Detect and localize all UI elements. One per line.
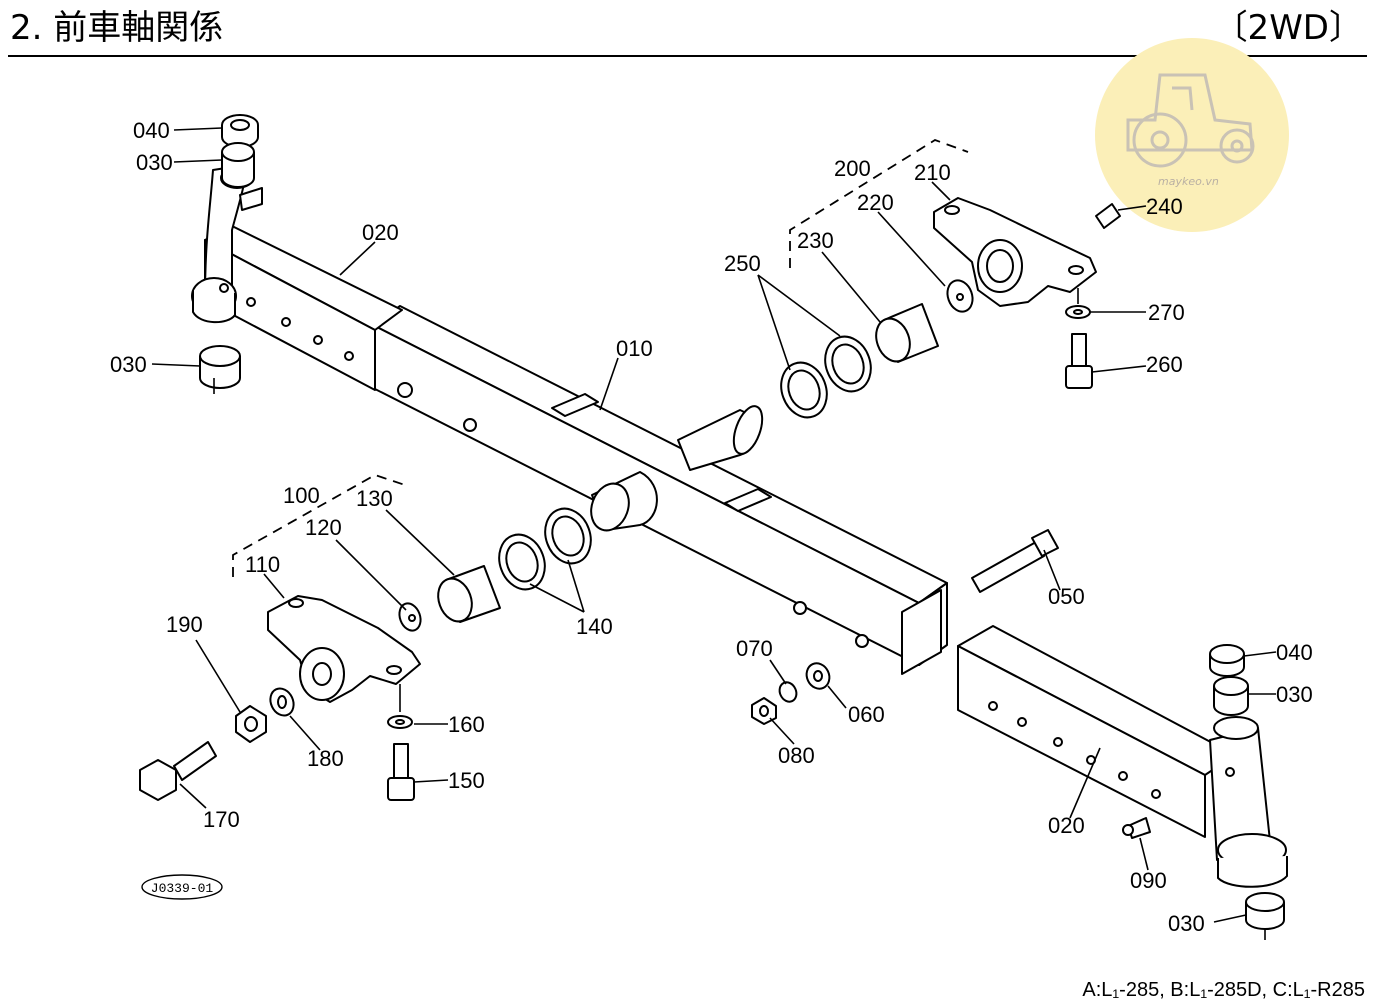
label-030: 030: [110, 352, 147, 377]
label-190: 190: [166, 612, 203, 637]
label-250: 250: [724, 251, 761, 276]
label-090: 090: [1130, 868, 1167, 893]
grease-nipple-090: [1122, 817, 1151, 839]
washer-060: [805, 662, 831, 690]
thrust-washer-120: [398, 602, 422, 632]
label-160: 160: [448, 712, 485, 737]
diagram-code: J0339-01: [151, 881, 214, 896]
washer-180: [269, 687, 295, 717]
bush-130: [437, 565, 501, 623]
bolt-050: [971, 529, 1059, 593]
label-040: 040: [1276, 640, 1313, 665]
bolt-170: [139, 741, 217, 801]
drive-type-label: 〔2WD〕: [1213, 8, 1363, 48]
bush-040-right: [1209, 644, 1245, 677]
label-070: 070: [736, 636, 773, 661]
label-240: 240: [1146, 194, 1183, 219]
models-note: A:L₁-285, B:L₁-285D, C:L₁-R285: [1082, 979, 1365, 1001]
label-040: 040: [133, 118, 170, 143]
label-120: 120: [305, 515, 342, 540]
bolt-260: [1065, 333, 1093, 389]
tractor-icon: [1126, 73, 1255, 168]
label-080: 080: [778, 743, 815, 768]
label-030: 030: [1168, 911, 1205, 936]
assy-100-outline: [232, 474, 406, 577]
bush-030-left-bottom: [199, 345, 241, 389]
label-200: 200: [834, 156, 871, 181]
assy-200-outline: [789, 139, 969, 268]
label-050: 050: [1048, 584, 1085, 609]
watermark-logo: maykeo.vn: [1095, 38, 1289, 232]
label-060: 060: [848, 702, 885, 727]
label-010: 010: [616, 336, 653, 361]
label-020: 020: [1048, 813, 1085, 838]
title-rule: [8, 55, 1367, 57]
rear-bracket-210: [933, 197, 1097, 307]
label-260: 260: [1146, 352, 1183, 377]
thrust-washer-220: [946, 279, 974, 313]
label-110: 110: [245, 552, 280, 577]
label-030: 030: [136, 150, 173, 175]
grease-fitting-240: [1095, 203, 1121, 229]
page-title: 2. 前車軸関係: [10, 8, 224, 48]
label-140: 140: [576, 614, 613, 639]
label-230: 230: [797, 228, 834, 253]
label-130: 130: [356, 486, 393, 511]
bush-230: [875, 303, 939, 363]
label-150: 150: [448, 768, 485, 793]
washer-270: [1065, 305, 1091, 319]
pivot-pin: [590, 405, 764, 532]
nut-190: [235, 705, 267, 743]
bolt-150: [387, 743, 415, 801]
part-labels: 040 030 030 020 010 200 210 220 230 250 …: [110, 118, 1313, 936]
seal-250: [780, 335, 872, 419]
label-030: 030: [1276, 682, 1313, 707]
front-bracket-110: [267, 595, 421, 703]
label-170: 170: [203, 807, 240, 832]
bush-030-left-top: [221, 142, 255, 188]
label-210: 210: [914, 160, 951, 185]
diagram-code-badge: J0339-01: [141, 874, 223, 900]
label-100: 100: [283, 483, 320, 508]
label-020: 020: [362, 220, 399, 245]
right-axle-extension: [957, 625, 1288, 888]
left-axle-extension: [191, 164, 403, 391]
watermark-text: maykeo.vn: [1158, 175, 1219, 188]
spring-washer-070: [778, 681, 798, 703]
bush-030-right-bottom: [1245, 892, 1285, 930]
nut-080: [751, 697, 777, 725]
leader-lines: [151, 127, 1277, 940]
bush-030-right-top: [1213, 676, 1249, 716]
label-220: 220: [857, 190, 894, 215]
washer-160: [387, 715, 413, 729]
label-270: 270: [1148, 300, 1185, 325]
seal-140: [498, 507, 592, 591]
label-180: 180: [307, 746, 344, 771]
